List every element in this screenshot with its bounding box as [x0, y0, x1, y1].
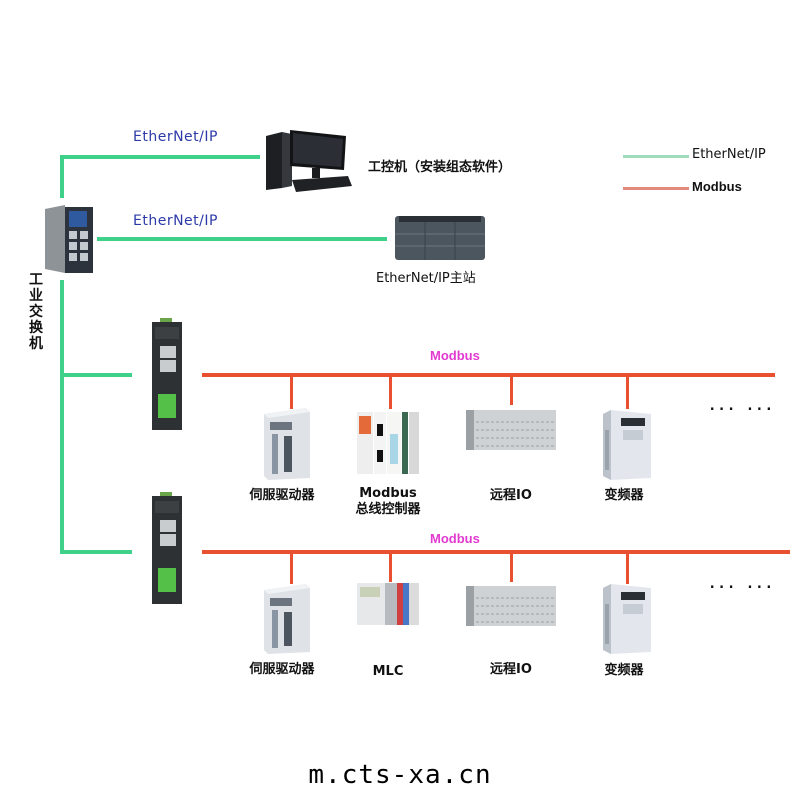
servo-drive-2-label: 伺服驱动器 [249, 662, 315, 677]
servo-drive-icon [258, 408, 314, 480]
servo-drive-2-icon [258, 584, 314, 654]
modbus-drop-2-4 [626, 552, 629, 584]
servo-drive-label: 伺服驱动器 [249, 488, 315, 503]
modbus-bus-controller-label: Modbus 总线控制器 [355, 486, 421, 517]
more-devices-2: ... ... [708, 576, 775, 592]
modbus-bus-1-label: Modbus [430, 348, 480, 363]
modbus-drop-2-2 [389, 552, 392, 582]
modbus-bus-2-line [202, 550, 790, 554]
vfd-2-label: 变频器 [604, 663, 644, 678]
vfd-icon [603, 410, 653, 480]
legend-modbus-label: Modbus [692, 179, 742, 194]
modbus-drop-2-3 [510, 552, 513, 582]
modbus-drop-1-2 [389, 375, 392, 409]
remote-io-icon [466, 408, 556, 450]
modbus-drop-1-1 [290, 375, 293, 409]
ethernet-line-to-gateway-1 [60, 373, 132, 377]
modbus-bus-1-line [202, 373, 775, 377]
legend-ethernet-label: EtherNet/IP [692, 147, 766, 162]
ethernet-trunk-vertical [60, 280, 64, 554]
ethernet-line-to-pc [60, 155, 260, 159]
modbus-bus-controller-icon [357, 410, 419, 476]
modbus-gateway-2-icon [150, 492, 184, 604]
ethernet-line-to-master [97, 237, 387, 241]
modbus-drop-2-1 [290, 552, 293, 584]
ethernet-line-to-pc-vertical [60, 156, 64, 198]
more-devices-1: ... ... [708, 398, 775, 414]
modbus-bus-2-label: Modbus [430, 531, 480, 546]
ethernet-line-to-gateway-2 [60, 550, 132, 554]
modbus-drop-1-4 [626, 375, 629, 409]
industrial-pc-label: 工控机（安装组态软件） [368, 160, 512, 175]
remote-io-label: 远程IO [490, 488, 532, 503]
switch-label: 工业交换机 [29, 272, 43, 352]
ethernet-ip-master-plc-icon [395, 214, 485, 260]
industrial-switch-icon [45, 205, 95, 273]
legend-modbus-swatch [623, 187, 689, 190]
remote-io-2-label: 远程IO [490, 662, 532, 677]
legend-ethernet-swatch [623, 155, 689, 158]
vfd-label: 变频器 [604, 488, 644, 503]
protocol-label-master: EtherNet/IP [133, 213, 218, 229]
footer-url: m.cts-xa.cn [308, 760, 492, 790]
modbus-drop-1-3 [510, 375, 513, 405]
remote-io-2-icon [466, 584, 556, 626]
vfd-2-icon [603, 584, 653, 654]
industrial-pc-icon [262, 128, 354, 194]
mlc-icon [357, 583, 419, 625]
modbus-gateway-1-icon [150, 318, 184, 430]
protocol-label-pc: EtherNet/IP [133, 129, 218, 145]
mlc-label: MLC [372, 664, 404, 679]
ethernet-ip-master-label: EtherNet/IP主站 [376, 271, 476, 286]
